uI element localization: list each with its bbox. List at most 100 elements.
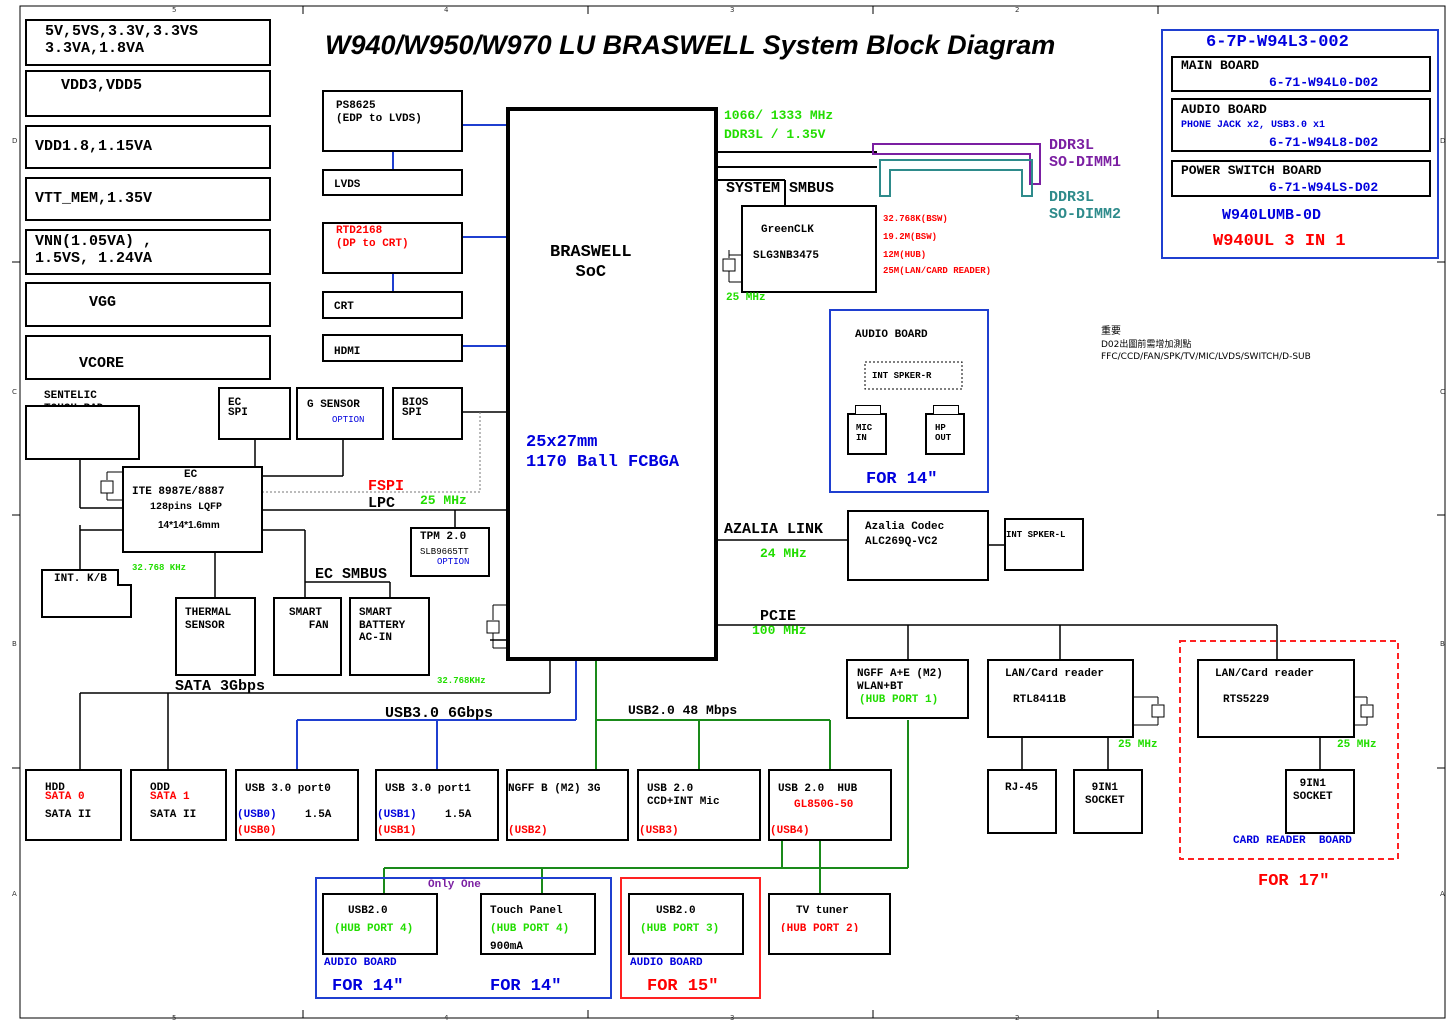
ruler-bottom-4: 4 — [444, 1014, 449, 1022]
usb20-hub3-label: USB2.0 — [656, 905, 696, 917]
board-part-no: 6-7P-W94L3-002 — [1206, 33, 1349, 52]
ruler-left-c: C — [12, 388, 17, 396]
ruler-bottom-5: 5 — [172, 1014, 177, 1022]
hp-out-label: HP OUT — [935, 423, 952, 444]
power-rail-text: VDD1.8,1.15VA — [35, 138, 153, 155]
thermal-sensor-box: THERMAL SENSOR — [175, 597, 256, 676]
azalia-freq: 24 MHz — [760, 546, 807, 561]
usb-hub-part: GL850G-50 — [794, 799, 854, 811]
ec-spi-box: EC SPI — [218, 387, 291, 440]
hdd-label: HDD — [45, 782, 65, 794]
int-spker-r: INT SPKER-R — [872, 371, 932, 381]
greenclk-box: GreenCLK SLG3NB3475 — [741, 205, 877, 293]
lpc-freq: 25 MHz — [420, 493, 467, 508]
ec-spi-label: EC SPI — [228, 397, 248, 419]
usb30-port0-box: USB 3.0 port0 (USB0) 1.5A (USB0) — [235, 769, 359, 841]
ps8625-label: PS8625 (EDP to LVDS) — [336, 100, 422, 125]
hdd-sata-port: SATA 0 — [45, 791, 85, 803]
ngff-wlan-label: NGFF A+E (M2) WLAN+BT — [857, 668, 943, 693]
usb2-bus-label: USB2.0 48 Mbps — [628, 703, 738, 718]
greenclk-name: GreenCLK — [761, 224, 814, 236]
power-rail-box-7: VCORE — [25, 335, 271, 380]
clock-crystal: 25 MHz — [726, 292, 766, 304]
ngff-wlan-box: NGFF A+E (M2) WLAN+BT (HUB PORT 1) — [846, 659, 969, 719]
ruler-top-2: 2 — [1015, 6, 1020, 14]
audio-board-box: AUDIO BOARD PHONE JACK x2, USB3.0 x1 6-7… — [1171, 98, 1431, 152]
hdmi-box: HDMI — [322, 334, 463, 362]
hp-out-jack: HP OUT — [925, 413, 965, 455]
ec-part: ITE 8987E/8887 — [132, 486, 225, 498]
ec-size: 14*14*1.6mm — [158, 520, 220, 531]
usb-hub-usb: (USB4) — [770, 825, 810, 837]
so-dimm2: DDR3L SO-DIMM2 — [1049, 189, 1122, 224]
usb30-port1-current: 1.5A — [445, 809, 472, 821]
note-line-3: FFC/CCD/FAN/SPK/TV/MIC/LVDS/SWITCH/D-SUB — [1101, 352, 1311, 362]
audio-board-part: 6-71-W94L8-D02 — [1269, 135, 1379, 150]
smart-battery-box: SMART BATTERY AC-IN — [349, 597, 430, 676]
usb30-port1-label: USB 3.0 port1 — [385, 783, 471, 795]
power-rail-box-4: VTT_MEM,1.35V — [25, 177, 271, 221]
keyboard-label: INT. K/B — [54, 573, 107, 585]
so-dimm1: DDR3L SO-DIMM1 — [1049, 137, 1122, 172]
hp-jack-tab — [933, 405, 959, 415]
power-rail-text: 5V,5VS,3.3V,3.3VS 3.3VA,1.8VA — [45, 23, 199, 58]
power-rail-text: VCORE — [79, 355, 125, 372]
clock-out-3: 12M(HUB) — [883, 250, 927, 260]
clock-out-4: 25M(LAN/CARD READER) — [883, 266, 992, 276]
ddr-type: DDR3L / 1.35V — [724, 127, 826, 142]
ruler-right-b: B — [1440, 640, 1445, 648]
tpm-option: OPTION — [437, 557, 470, 567]
bios-spi-label: BIOS SPI — [402, 397, 429, 419]
lan1-title: LAN/Card reader — [1005, 668, 1105, 680]
usb30-port1-usb: (USB1) — [377, 809, 417, 821]
socket1-label: 9IN1 SOCKET — [1085, 782, 1125, 807]
lan2-crystal: 25 MHz — [1337, 739, 1377, 751]
crt-label: CRT — [334, 301, 354, 313]
ccd-mic-box: USB 2.0 CCD+INT Mic (USB3) — [637, 769, 761, 841]
for-17-label: FOR 17" — [1258, 872, 1330, 891]
ec-pkg: 128pins LQFP — [150, 502, 223, 513]
int-spker-l-label: INT SPKER-L — [1006, 530, 1066, 540]
usb20-hub3-port: (HUB PORT 3) — [640, 923, 720, 935]
ccd-mic-usb: (USB3) — [639, 825, 679, 837]
main-board-part: 6-71-W94L0-D02 — [1269, 75, 1379, 90]
audio-board-label-1: AUDIO BOARD — [324, 957, 397, 969]
rtd2168-label: RTD2168 (DP to CRT) — [336, 225, 409, 250]
audio-board-label-2: AUDIO BOARD — [630, 957, 703, 969]
azalia-link-label: AZALIA LINK — [724, 521, 824, 538]
rj45-label: RJ-45 — [1005, 782, 1039, 794]
smart-fan-label: SMART FAN — [289, 607, 329, 632]
usb30-port0-usb: (USB0) — [237, 809, 277, 821]
usb-hub-box: USB 2.0 HUB GL850G-50 (USB4) — [768, 769, 892, 841]
ccd-mic-label: USB 2.0 CCD+INT Mic — [647, 783, 720, 808]
ddr-speed: 1066/ 1333 MHz — [724, 108, 834, 123]
clock-out-2: 19.2M(BSW) — [883, 232, 938, 242]
odd-sata-port: SATA 1 — [150, 791, 190, 803]
ruler-right-a: A — [1440, 890, 1445, 898]
sata-bus-label: SATA 3Gbps — [175, 678, 266, 695]
main-board-box: MAIN BOARD 6-71-W94L0-D02 — [1171, 56, 1431, 92]
hdd-box: HDD SATA 0 SATA II — [25, 769, 122, 841]
tpm-box: TPM 2.0 SLB9665TT OPTION — [410, 527, 490, 577]
system-smbus-label: SYSTEM SMBUS — [726, 180, 835, 197]
mic-in-jack: MIC IN — [847, 413, 887, 455]
ec-title: EC — [184, 469, 198, 481]
ngff-b-usb: (USB2) — [508, 825, 548, 837]
power-rail-text: VNN(1.05VA) , 1.5VS, 1.24VA — [35, 233, 153, 268]
ruler-left-b: B — [12, 640, 17, 648]
rj45-box: RJ-45 — [987, 769, 1057, 834]
usb30-port0-usb-b: (USB0) — [237, 825, 277, 837]
lan1-crystal: 25 MHz — [1118, 739, 1158, 751]
variant-label: W940UL 3 IN 1 — [1213, 232, 1346, 251]
lvds-label: LVDS — [334, 179, 361, 191]
audio-board-detail: PHONE JACK x2, USB3.0 x1 — [1181, 120, 1326, 131]
g-sensor-label: G SENSOR — [307, 399, 360, 411]
mic-in-label: MIC IN — [856, 423, 873, 444]
audio-board-14-title: AUDIO BOARD — [855, 329, 928, 341]
usb20-hub4-port: (HUB PORT 4) — [334, 923, 414, 935]
for-14-label-a: FOR 14" — [332, 977, 404, 996]
azalia-codec-label: Azalia Codec ALC269Q-VC2 — [865, 521, 945, 549]
ruler-top-4: 4 — [444, 6, 449, 14]
soc-name: BRASWELL SoC — [550, 243, 632, 282]
lan-rts5229-box: LAN/Card reader RTS5229 — [1197, 659, 1355, 738]
